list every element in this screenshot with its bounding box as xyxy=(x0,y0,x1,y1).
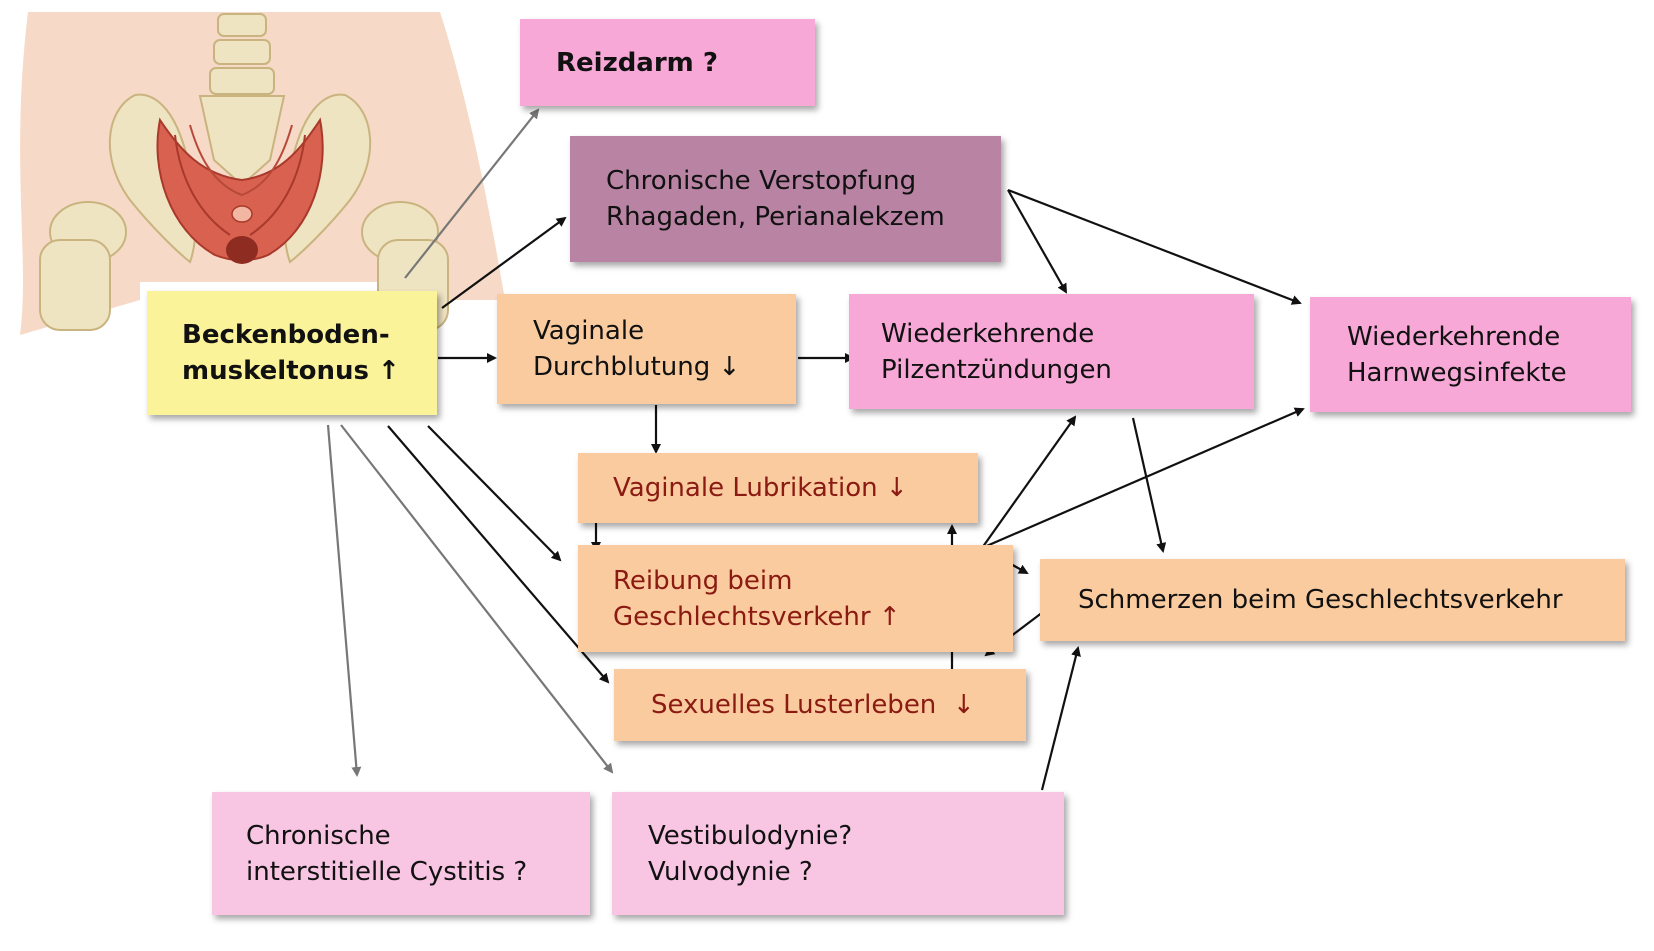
arrow-reibung-to-pilz xyxy=(981,415,1077,549)
box-vaginale-durchblutung: Vaginale Durchblutung ↓ xyxy=(497,294,796,404)
arrow-verstopfung-to-harnweg xyxy=(1007,188,1302,305)
box-vestibulodynie-line-2: Vulvodynie ? xyxy=(648,856,813,887)
arrow-to-vestibulodynie xyxy=(340,424,614,774)
box-reibung: Reibung beim Geschlechtsverkehr ↑ xyxy=(578,545,1013,652)
box-pilz-line-1: Wiederkehrende xyxy=(881,318,1095,349)
box-verstopfung-line-2: Rhagaden, Perianalekzem xyxy=(606,202,945,232)
box-pilz-line-2: Pilzentzündungen xyxy=(881,354,1112,385)
box-verstopfung-line-1: Chronische Verstopfung xyxy=(606,166,917,196)
box-harnweg-line-2: Harnwegsinfekte xyxy=(1347,357,1567,388)
box-lusterleben: Sexuelles Lusterleben ↓ xyxy=(614,669,1026,741)
box-schmerzen: Schmerzen beim Geschlechtsverkehr xyxy=(1040,559,1625,641)
box-reizdarm-line-1: Reizdarm ? xyxy=(556,47,718,78)
box-cystitis: Chronische interstitielle Cystitis ? xyxy=(212,792,590,915)
box-harnweg-line-1: Wiederkehrende xyxy=(1347,321,1561,352)
arrow-pilz-to-schmerzen xyxy=(1131,417,1167,553)
arrow-to-cystitis xyxy=(326,424,362,777)
box-cystitis-line-1: Chronische xyxy=(246,820,391,851)
pelvic-floor-anatomy-icon xyxy=(20,12,505,335)
box-beckenboden: Beckenboden- muskeltonus ↑ xyxy=(147,291,437,415)
arrow-reibung-to-harnweg xyxy=(981,407,1305,550)
box-durchblutung-line-2: Durchblutung ↓ xyxy=(533,352,741,382)
arrow-verstopfung-to-pilz xyxy=(1007,189,1067,294)
arrow-beckenboden-to-lusterleben xyxy=(387,425,610,684)
box-durchblutung-line-1: Vaginale xyxy=(533,316,645,346)
box-lubrikation-line-1: Vaginale Lubrikation ↓ xyxy=(613,473,908,503)
box-reibung-line-2: Geschlechtsverkehr ↑ xyxy=(613,601,901,632)
box-reizdarm: Reizdarm ? xyxy=(520,19,815,106)
box-cystitis-line-2: interstitielle Cystitis ? xyxy=(246,856,528,887)
box-pilzentzuendungen: Wiederkehrende Pilzentzündungen xyxy=(849,294,1254,409)
box-lubrikation: Vaginale Lubrikation ↓ xyxy=(578,453,978,523)
box-reibung-line-1: Reibung beim xyxy=(613,565,793,596)
arrow-to-verstopfung xyxy=(441,216,567,309)
box-beckenboden-line-1: Beckenboden- xyxy=(182,320,390,350)
box-lusterleben-line-1: Sexuelles Lusterleben ↓ xyxy=(651,690,975,720)
box-vestibulodynie-line-1: Vestibulodynie? xyxy=(648,820,853,851)
arrow-beckenboden-to-reibung xyxy=(427,425,562,562)
arrow-vestibulodynie-to-schmerzen xyxy=(1040,646,1081,791)
box-harnwegsinfekte: Wiederkehrende Harnwegsinfekte xyxy=(1310,297,1631,412)
box-beckenboden-line-2: muskeltonus ↑ xyxy=(182,356,400,386)
box-verstopfung: Chronische Verstopfung Rhagaden, Periana… xyxy=(570,136,1001,262)
box-vestibulodynie: Vestibulodynie? Vulvodynie ? xyxy=(612,792,1064,915)
box-schmerzen-line-1: Schmerzen beim Geschlechtsverkehr xyxy=(1078,585,1563,615)
arrow-to-reizdarm xyxy=(404,108,540,279)
